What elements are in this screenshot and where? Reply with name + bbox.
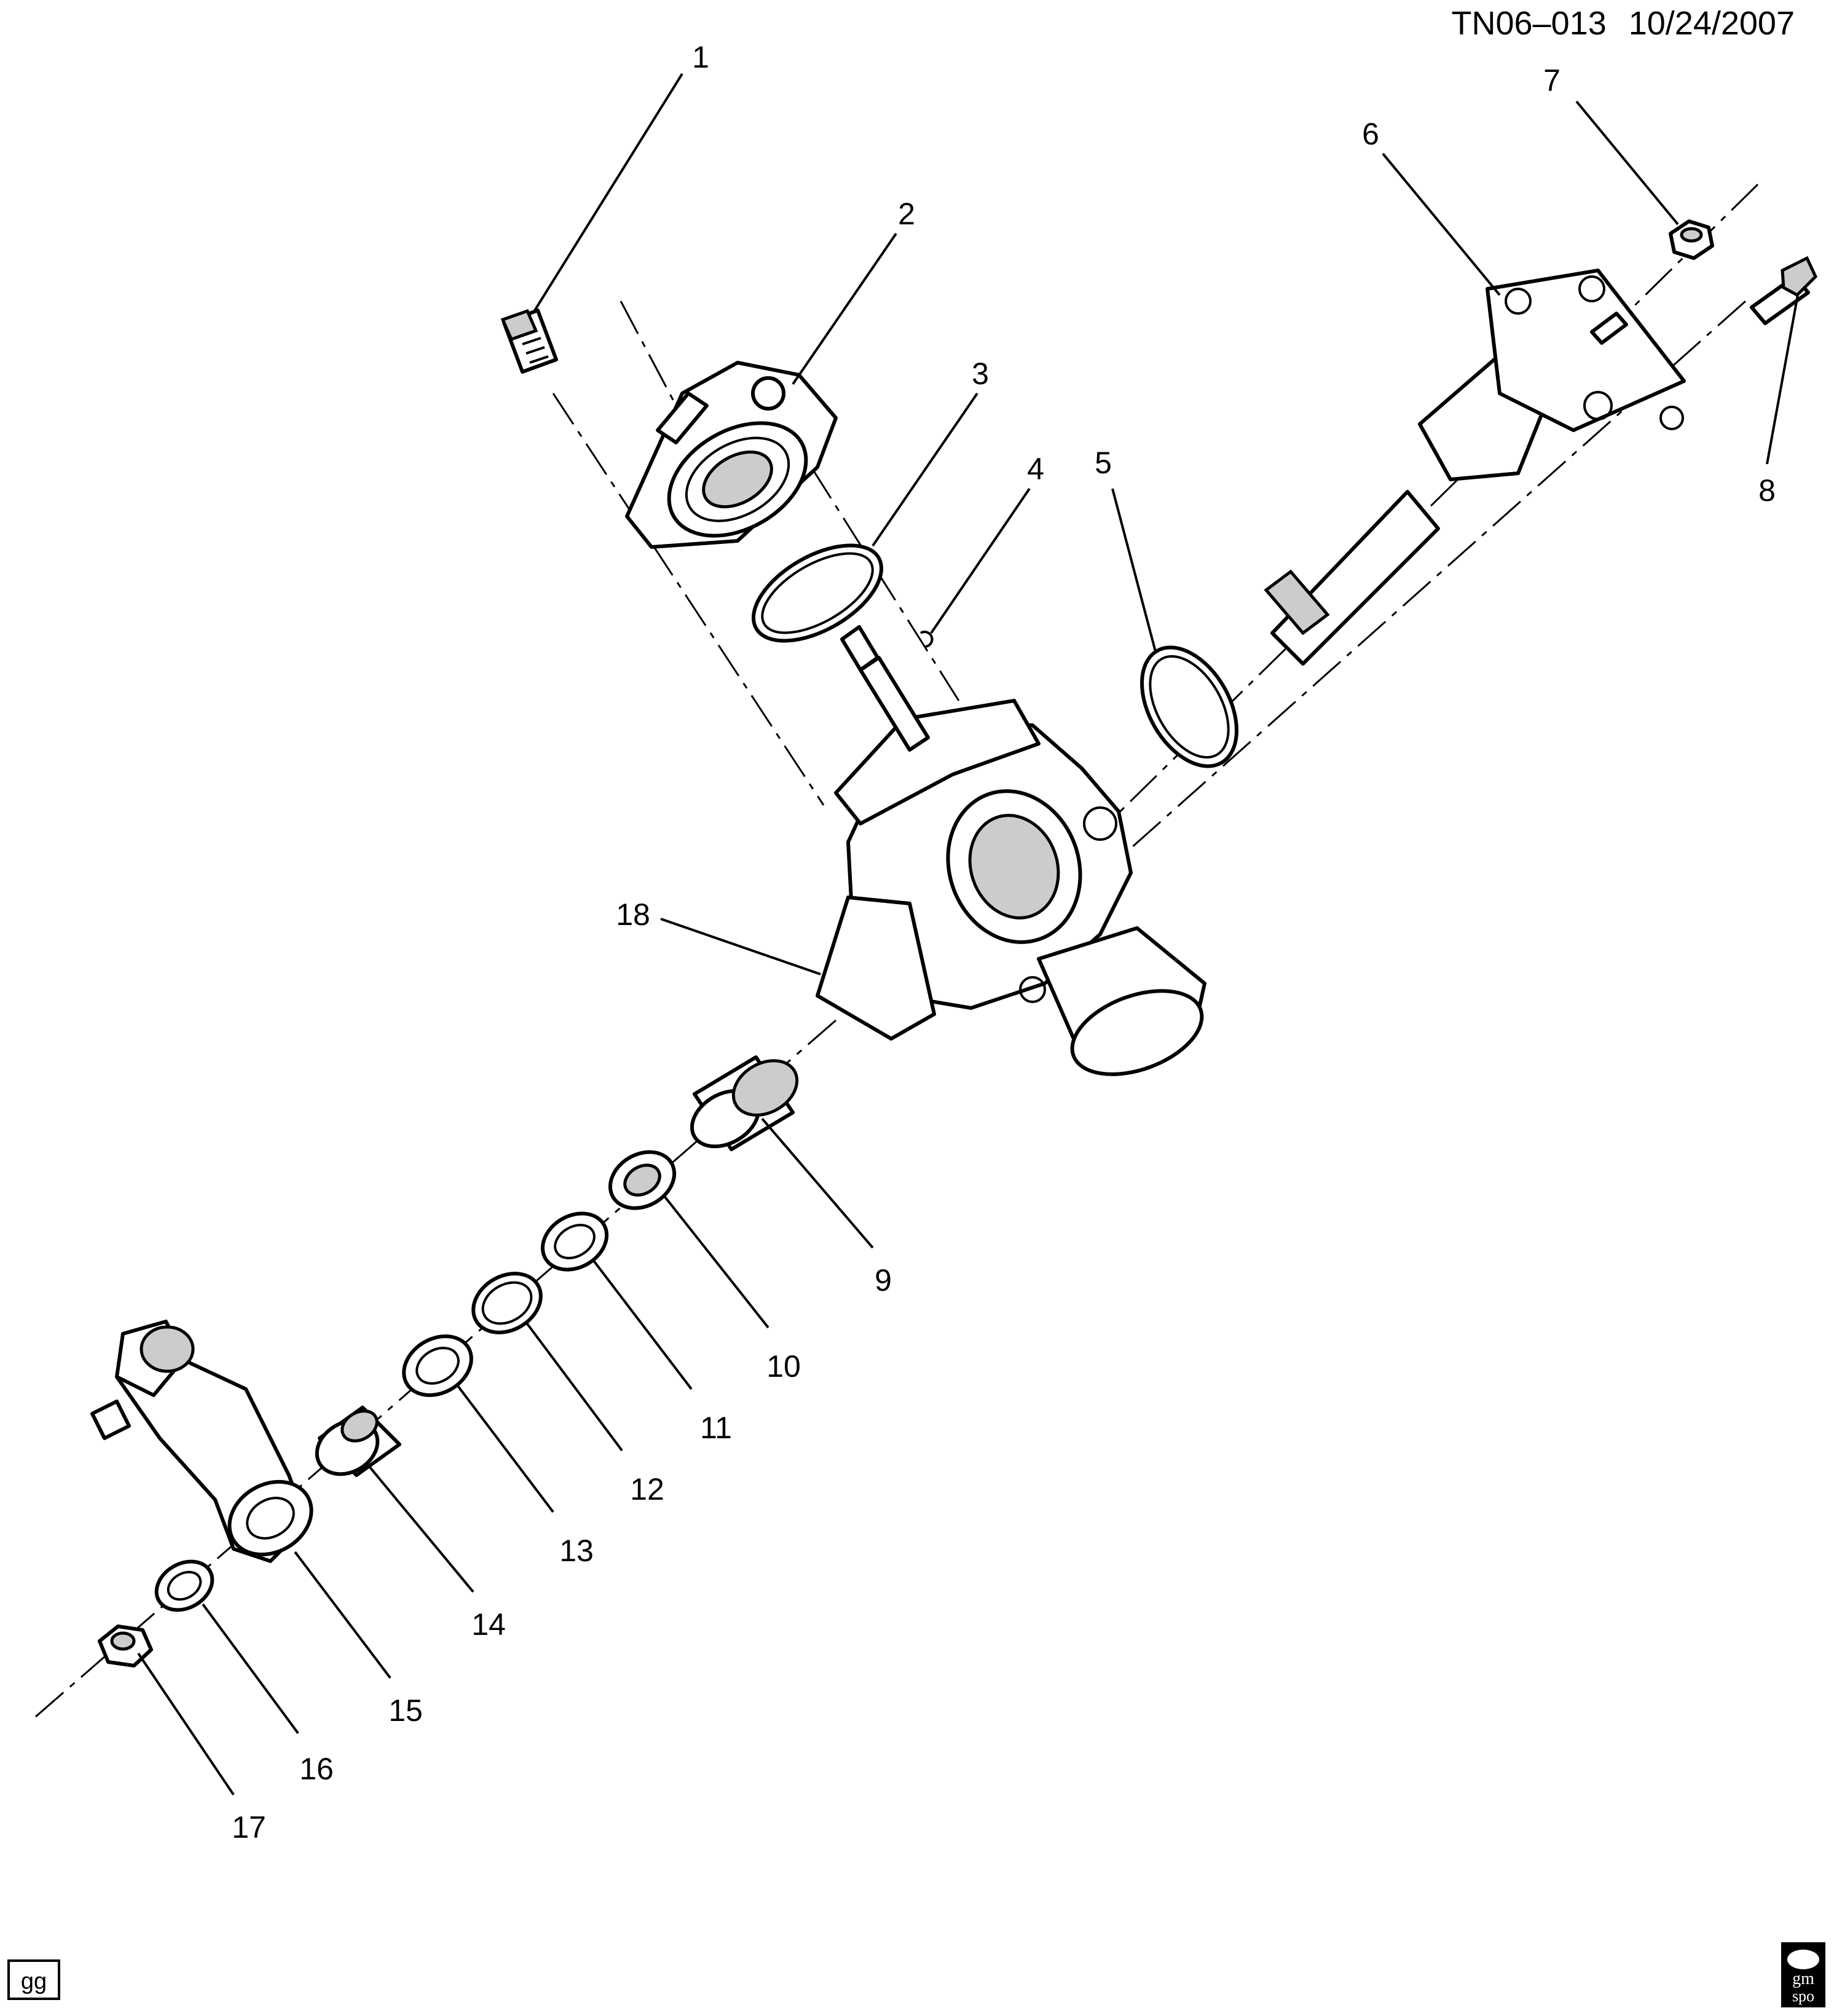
bolt-part-8 — [1750, 256, 1818, 325]
callout-14: 14 — [471, 1607, 506, 1642]
needle-bearing-part-9 — [690, 1055, 799, 1151]
callout-16: 16 — [299, 1752, 334, 1786]
bolt-part-1 — [500, 309, 558, 374]
nut-part-17 — [98, 1624, 153, 1668]
logo-text-top: gm — [1792, 1969, 1814, 1988]
callout-leader-lines — [137, 73, 1799, 1796]
callout-5: 5 — [1095, 446, 1112, 480]
lock-washer-part-16 — [154, 1559, 214, 1612]
seal-part-10 — [608, 1150, 677, 1210]
washer-part-13 — [402, 1334, 473, 1397]
snap-ring-part-12 — [471, 1272, 543, 1334]
gm-spo-logo: gm spo — [1781, 1942, 1825, 2007]
callout-7: 7 — [1543, 63, 1560, 98]
callout-1: 1 — [692, 40, 709, 74]
callout-18: 18 — [616, 897, 650, 932]
callout-labels: 1 2 3 4 5 6 7 8 9 10 11 12 13 14 15 16 1… — [232, 40, 1776, 1845]
callout-9: 9 — [875, 1263, 892, 1297]
callout-15: 15 — [388, 1693, 423, 1728]
footer-code-text: gg — [21, 1969, 47, 1994]
callout-8: 8 — [1758, 473, 1776, 508]
pitman-arm-part-15 — [90, 1320, 313, 1563]
callout-12: 12 — [630, 1472, 664, 1506]
seal-part-14 — [315, 1406, 401, 1477]
callout-10: 10 — [766, 1349, 801, 1384]
callout-4: 4 — [1027, 452, 1044, 486]
o-ring-part-5 — [1140, 645, 1238, 768]
callout-6: 6 — [1362, 117, 1379, 151]
callout-17: 17 — [232, 1810, 266, 1845]
valve-assembly-part-6 — [1264, 269, 1686, 666]
callout-3: 3 — [972, 356, 989, 391]
o-ring-part-3 — [751, 543, 884, 643]
callout-2: 2 — [898, 197, 915, 231]
callout-11: 11 — [700, 1411, 732, 1445]
drawing-date: 10/24/2007 — [1629, 5, 1795, 42]
washer-part-11 — [540, 1211, 609, 1272]
nut-part-7 — [1669, 219, 1714, 260]
footer-code-box: gg — [7, 1959, 60, 2000]
drawing-id: TN06–013 — [1452, 5, 1607, 42]
gear-housing-part-18 — [816, 625, 1206, 1076]
upper-cover-part-2 — [625, 361, 838, 549]
clip-part-4 — [919, 631, 934, 648]
drawing-id-date-header: TN06–013 10/24/2007 — [1452, 5, 1795, 42]
logo-text-bottom: spo — [1792, 1987, 1814, 2005]
callout-13: 13 — [559, 1534, 594, 1568]
